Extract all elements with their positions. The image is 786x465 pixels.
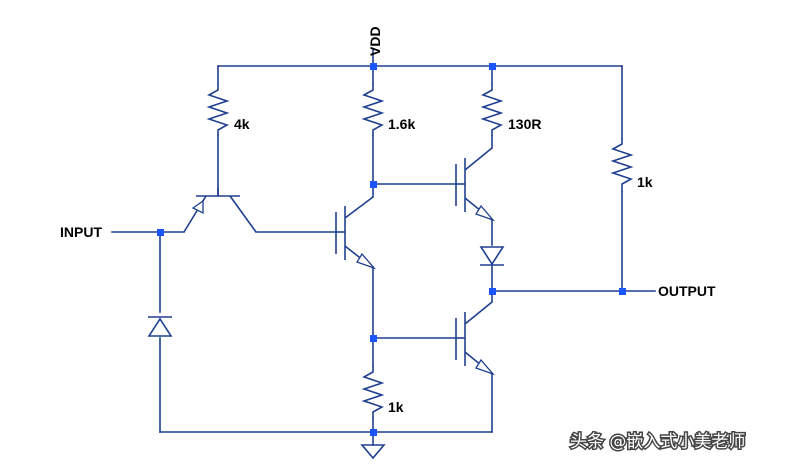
watermark: 头条 @嵌入式小美老师 bbox=[570, 432, 745, 452]
junction-dot bbox=[489, 288, 496, 295]
emitter-arrow-icon bbox=[475, 358, 496, 376]
junction-dot bbox=[370, 181, 377, 188]
junction-dots bbox=[157, 63, 626, 436]
resistor-output-1k-label: 1k bbox=[637, 174, 653, 190]
ground-icon bbox=[360, 444, 386, 460]
emitter-arrow-icon bbox=[191, 199, 204, 215]
junction-dot bbox=[370, 335, 377, 342]
junction-dot bbox=[619, 288, 626, 295]
junction-dot bbox=[489, 63, 496, 70]
resistor-1-6k bbox=[361, 84, 385, 136]
resistor-emitter-1k-label: 1k bbox=[388, 399, 404, 415]
resistor-130r bbox=[480, 84, 504, 136]
input-clamp-diode bbox=[147, 316, 173, 337]
resistor-1-6k-label: 1.6k bbox=[388, 116, 415, 132]
emitter-arrow-icon bbox=[356, 252, 377, 270]
resistor-130r-label: 130R bbox=[508, 116, 541, 132]
resistor-4k-label: 4k bbox=[234, 116, 250, 132]
junction-dot bbox=[370, 429, 377, 436]
output-diode bbox=[479, 246, 505, 266]
junction-dot bbox=[157, 229, 164, 236]
input-transistor bbox=[183, 188, 257, 233]
input-label: INPUT bbox=[60, 224, 102, 240]
resistor-output-1k bbox=[610, 138, 634, 192]
vdd-label: VDD bbox=[367, 26, 383, 56]
pullup-transistor bbox=[455, 147, 496, 222]
pulldown-transistor bbox=[455, 301, 496, 376]
junction-dot bbox=[370, 63, 377, 70]
phase-splitter-transistor bbox=[335, 196, 377, 270]
vdd-rail bbox=[217, 49, 623, 67]
resistor-emitter-1k bbox=[361, 366, 385, 418]
emitter-arrow-icon bbox=[475, 204, 496, 222]
resistor-4k bbox=[206, 84, 230, 136]
wires bbox=[111, 65, 656, 446]
output-label: OUTPUT bbox=[658, 283, 716, 299]
